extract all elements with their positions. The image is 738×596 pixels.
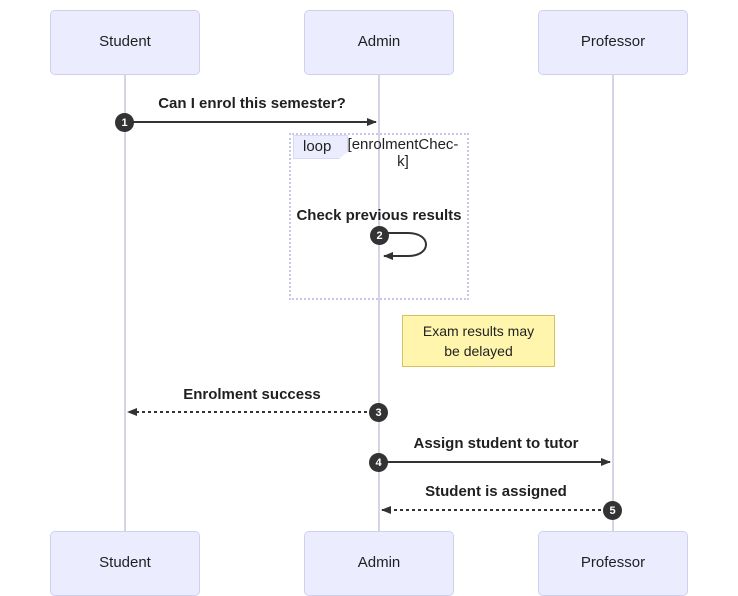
actor-box-admin-bottom[interactable]: Admin (304, 531, 454, 596)
message-label-2: Check previous results (296, 207, 462, 224)
actor-label-student-bottom: Student (99, 554, 151, 572)
loop-fragment-tag: loop (293, 135, 349, 160)
message-label-1: Can I enrol this semester? (158, 95, 346, 112)
message-label-3: Enrolment success (183, 386, 321, 403)
actor-box-admin-top[interactable]: Admin (304, 10, 454, 75)
sequence-badge-5: 5 (603, 501, 622, 520)
sequence-badge-4: 4 (369, 453, 388, 472)
note-text: Exam results may be delayed (415, 321, 542, 362)
lifeline-professor (612, 75, 614, 532)
note-over-admin: Exam results may be delayed (402, 315, 555, 367)
actor-label-admin-bottom: Admin (357, 554, 401, 572)
note-line-1: Exam results may (422, 322, 535, 339)
actor-label-admin-top: Admin (357, 33, 401, 51)
actor-box-student-bottom[interactable]: Student (50, 531, 200, 596)
note-line-2: be delayed (444, 343, 513, 359)
loop-condition-line1: [enrolmentChec- (347, 136, 459, 153)
lifeline-student (124, 75, 126, 532)
actor-label-professor-top: Professor (580, 33, 646, 51)
message-label-5: Student is assigned (425, 483, 567, 500)
loop-fragment-condition: [enrolmentChec- k] (340, 136, 466, 171)
actor-box-professor-bottom[interactable]: Professor (538, 531, 688, 596)
loop-fragment-box (289, 133, 469, 300)
sequence-badge-2: 2 (370, 226, 389, 245)
sequence-badge-1: 1 (115, 113, 134, 132)
actor-label-student-top: Student (99, 33, 151, 51)
actor-label-professor-bottom: Professor (580, 554, 646, 572)
message-label-4: Assign student to tutor (413, 435, 579, 452)
actor-box-professor-top[interactable]: Professor (538, 10, 688, 75)
loop-condition-line2: k] (397, 153, 409, 171)
lifeline-admin (378, 75, 380, 532)
actor-box-student-top[interactable]: Student (50, 10, 200, 75)
sequence-badge-3: 3 (369, 403, 388, 422)
